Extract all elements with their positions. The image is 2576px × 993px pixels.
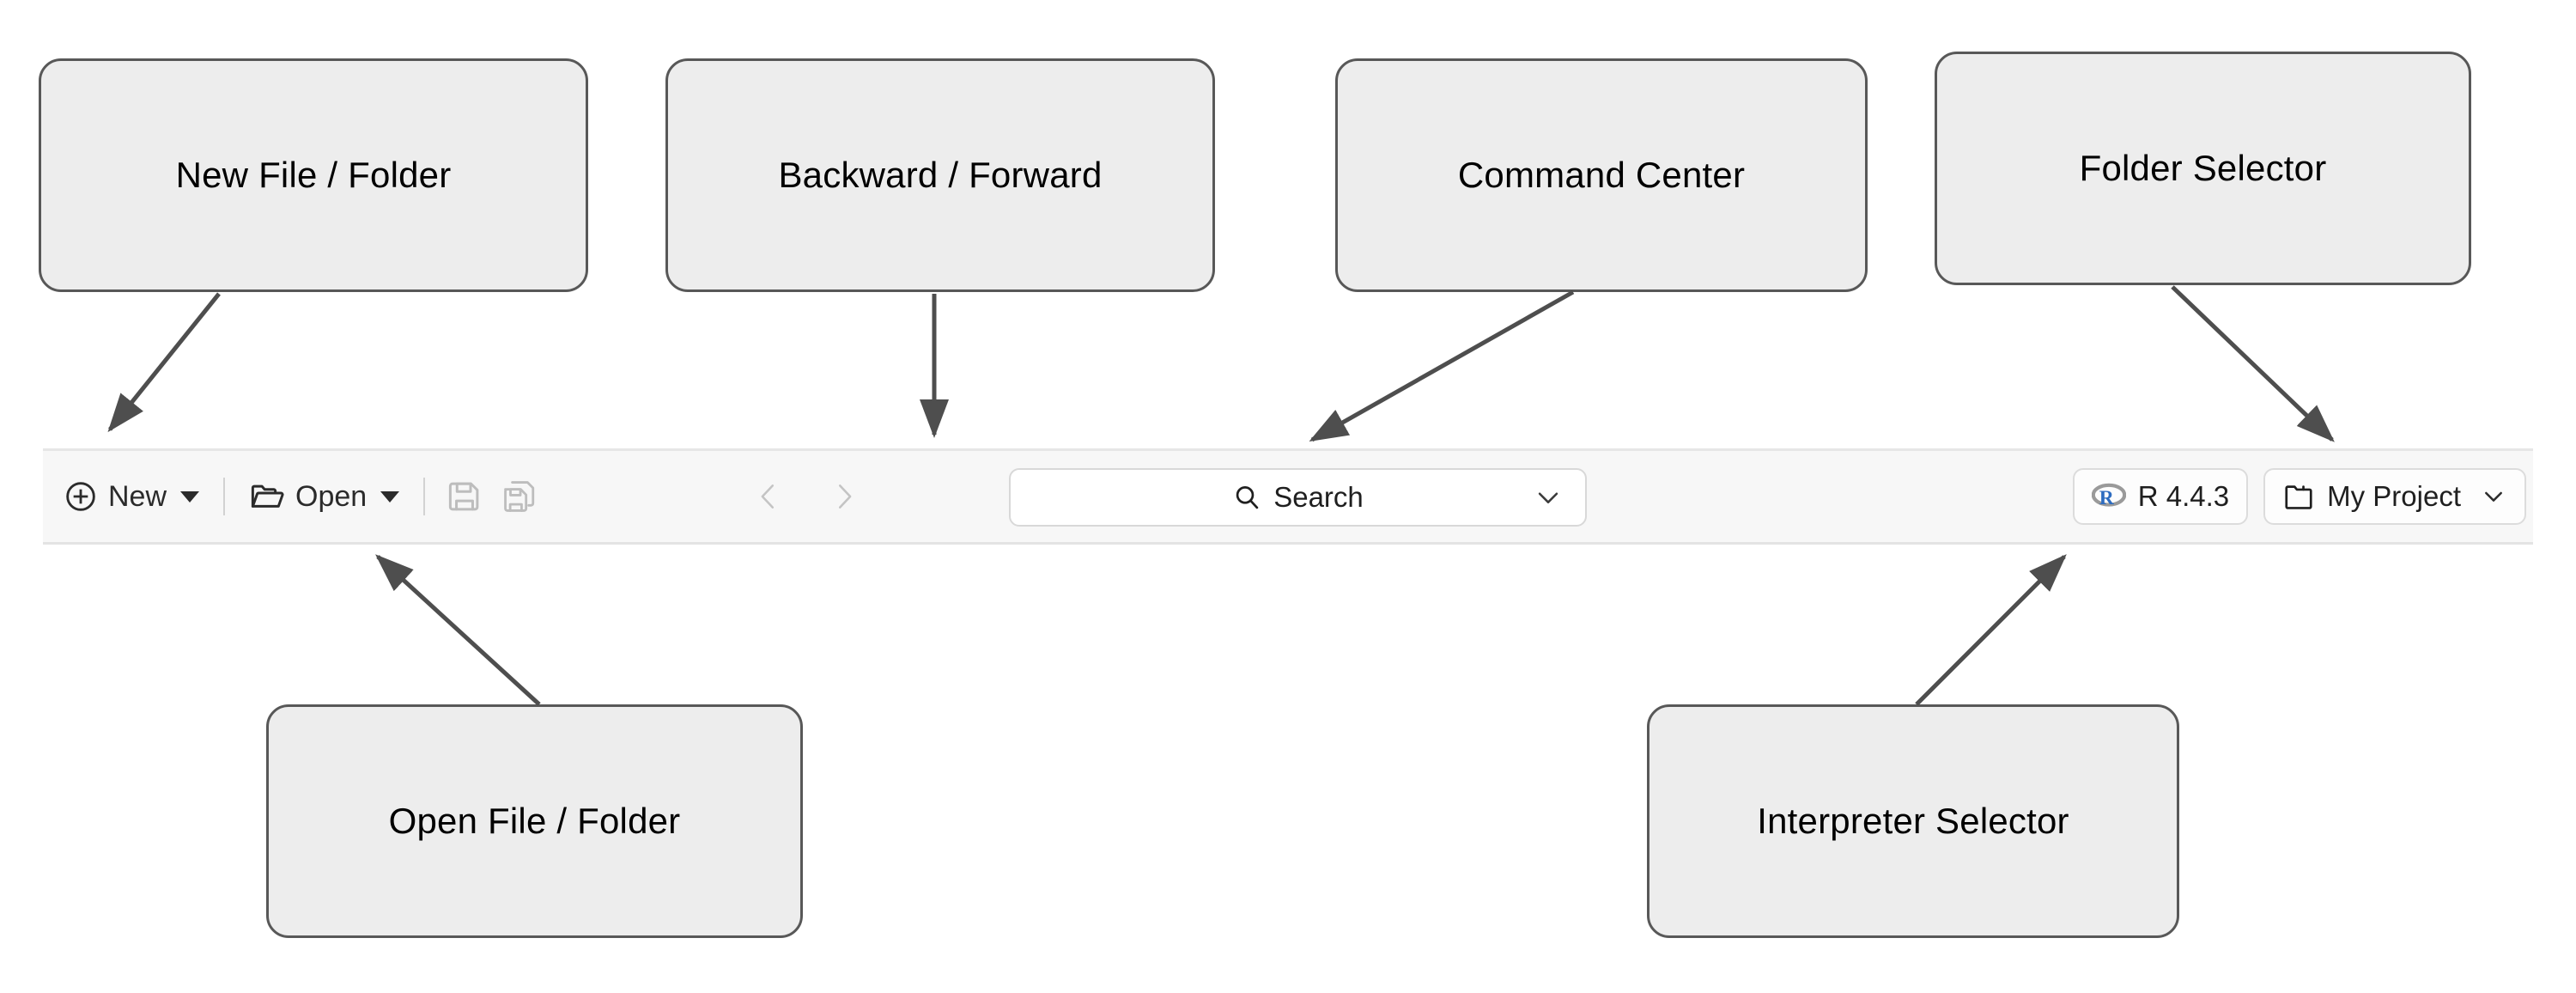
chevron-down-icon[interactable] <box>1534 483 1563 512</box>
callout-interpreter-selector: Interpreter Selector <box>1647 704 2179 938</box>
callout-label: Interpreter Selector <box>1757 801 2069 841</box>
toolbar-divider <box>223 478 226 515</box>
interpreter-selector-button[interactable]: R R 4.4.3 <box>2072 468 2249 525</box>
callout-command-center: Command Center <box>1335 58 1868 292</box>
svg-text:R: R <box>2099 487 2114 509</box>
toolbar-group-navigation <box>744 451 868 542</box>
save-all-icon <box>501 478 538 515</box>
callout-label: New File / Folder <box>175 155 452 195</box>
callout-folder-selector: Folder Selector <box>1935 52 2471 285</box>
chevron-down-icon[interactable] <box>180 490 200 503</box>
toolbar-divider <box>423 478 426 515</box>
arrow-new-file-folder <box>107 292 221 433</box>
folder-selector-button[interactable]: My Project <box>2263 468 2526 525</box>
callout-label: Open File / Folder <box>388 801 681 841</box>
chevron-down-icon[interactable] <box>2480 483 2507 510</box>
toolbar-group-create: New <box>55 451 208 542</box>
ide-toolbar: New Open <box>43 448 2533 545</box>
new-button[interactable]: New <box>55 474 208 519</box>
callout-label: Folder Selector <box>2079 148 2327 188</box>
save-all-button[interactable] <box>495 472 544 521</box>
r-logo-icon: R <box>2091 483 2126 510</box>
search-input[interactable]: Search <box>1009 468 1587 527</box>
folder-icon <box>2282 480 2315 513</box>
save-button[interactable] <box>440 472 489 521</box>
callout-label: Backward / Forward <box>778 155 1103 195</box>
new-button-label: New <box>108 479 167 513</box>
toolbar-right-cluster: R R 4.4.3 My Project <box>2072 451 2533 542</box>
back-button[interactable] <box>744 472 793 521</box>
arrow-interpreter-selector <box>1915 554 2067 706</box>
plus-circle-icon <box>64 479 98 514</box>
callout-new-file-folder: New File / Folder <box>39 58 588 292</box>
open-button-label: Open <box>295 479 368 513</box>
arrow-command-center <box>1309 289 1575 442</box>
arrow-folder-selector <box>2171 285 2335 442</box>
callout-backward-forward: Backward / Forward <box>665 58 1215 292</box>
callout-open-file-folder: Open File / Folder <box>266 704 803 938</box>
open-folder-icon <box>249 478 285 515</box>
chevron-down-icon[interactable] <box>380 490 400 503</box>
chevron-left-icon <box>752 480 785 513</box>
open-button[interactable]: Open <box>240 473 408 520</box>
interpreter-label: R 4.4.3 <box>2137 480 2230 512</box>
callout-label: Command Center <box>1457 155 1746 195</box>
project-label: My Project <box>2327 480 2461 512</box>
save-icon <box>447 478 483 515</box>
toolbar-group-save <box>440 451 544 542</box>
search-placeholder: Search <box>1273 481 1364 513</box>
chevron-right-icon <box>828 480 860 513</box>
toolbar-group-open: Open <box>240 451 408 542</box>
forward-button[interactable] <box>820 472 868 521</box>
search-icon <box>1232 483 1261 512</box>
arrow-open-file-folder <box>375 554 541 706</box>
